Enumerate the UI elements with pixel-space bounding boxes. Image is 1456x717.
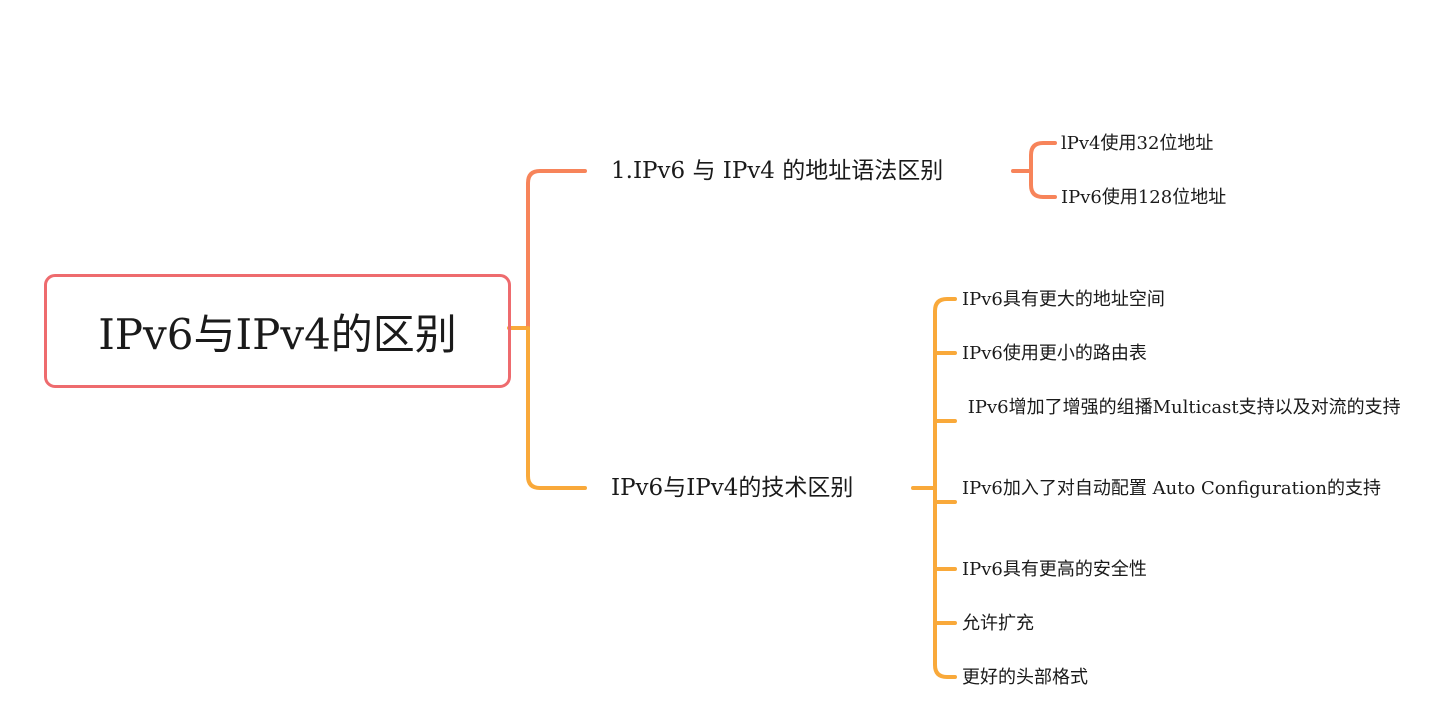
leaf-address-space[interactable]: IPv6具有更大的地址空间 <box>962 289 1165 310</box>
leaf-routing-table[interactable]: IPv6使用更小的路由表 <box>962 343 1147 364</box>
branch-address-syntax[interactable]: 1.IPv6 与 IPv4 的地址语法区别 <box>611 158 944 184</box>
root-topic[interactable]: IPv6与IPv4的区别 <box>44 274 511 388</box>
branch-2-children-connector <box>911 297 957 679</box>
leaf-extensibility[interactable]: 允许扩充 <box>962 613 1034 634</box>
leaf-auto-configuration[interactable]: IPv6加入了对自动配置 Auto Configuration的支持 <box>962 478 1382 499</box>
leaf-ipv6-128bit[interactable]: IPv6使用128位地址 <box>1061 187 1227 208</box>
leaf-security[interactable]: IPv6具有更高的安全性 <box>962 559 1147 580</box>
root-topic-label: IPv6与IPv4的区别 <box>98 309 457 359</box>
branch-1-children-connector <box>1011 141 1057 199</box>
branch-2-connector <box>526 326 587 490</box>
leaf-ipv4-32bit[interactable]: lPv4使用32位地址 <box>1061 133 1214 154</box>
leaf-multicast[interactable]: IPv6增加了增强的组播Multicast支持以及对流的支持 <box>962 397 1401 418</box>
leaf-header-format[interactable]: 更好的头部格式 <box>962 667 1088 688</box>
branch-1-connector <box>526 169 587 330</box>
branch-technical[interactable]: IPv6与IPv4的技术区别 <box>611 475 854 501</box>
